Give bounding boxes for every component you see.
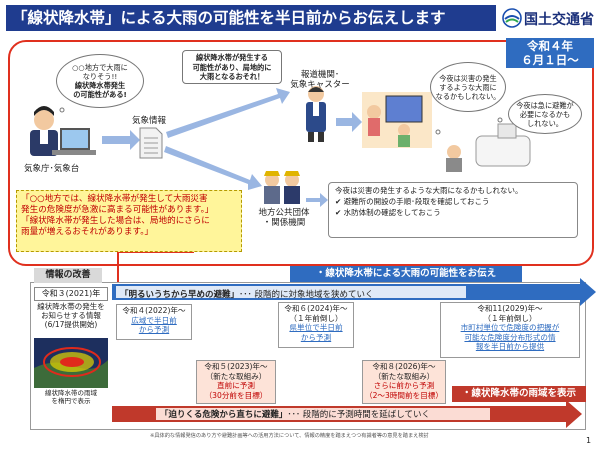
plan-r8: 令和８(2026)年～ （新たな取組み） さらに前から予測 （2～3時間前を目標… (362, 360, 446, 404)
radar-caption: 線状降水帯の雨域 を楕円で表示 (45, 389, 97, 405)
local-gov-message: 今夜は災害の発生するような大雨になるかもしれない。 ✔ 避難所の開設の手順･段取… (328, 182, 578, 238)
top-banner: ・線状降水帯による大雨の可能性をお伝え (315, 268, 497, 279)
r3-year-label: 令和３(2021)年 (34, 287, 108, 301)
blue-arrow-label-bg (116, 286, 466, 298)
date-line2: ６月１日～ (521, 53, 579, 67)
media-message-bubble: 線状降水帯が発生する 可能性があり、局地的に 大雨となるおそれ！ (182, 50, 282, 84)
family-illustration (362, 92, 432, 148)
plan-r4: 令和４(2022)年～ 広域で半日前 から予測 (116, 304, 192, 340)
forecast-notice-box: 「○○地方では、線状降水帯が発生して大雨災害 発生の危険度が急激に高まる可能性が… (16, 190, 242, 252)
flow-arrows (102, 88, 362, 190)
red-arrow-text: 「迫りくる危険から直ちに避難」･･･ 段階的に予測時間を延ばしていく (160, 410, 431, 420)
weather-info-label: 気象情報 (132, 116, 167, 126)
agency-thought-bubble: ○○地方で大雨に なりそう!! 線状降水帯発生 の可能性がある! (56, 54, 144, 108)
plan-r5: 令和５(2023)年～ （新たな取組み） 直前に予測 （30分前を目標） (196, 360, 276, 404)
header: 「線状降水帯」による大雨の可能性を半日前からお伝えします 国土交通省 (0, 0, 600, 36)
mlit-logo-icon (502, 8, 522, 28)
info-improvement-tab: 情報の改善 (34, 268, 102, 283)
red-banner-bg (452, 386, 586, 402)
arrow-to-local-message (306, 193, 328, 207)
agency-bubble-bold: 線状降水帯発生 (74, 81, 126, 90)
agency-label: 気象庁･気象台 (24, 164, 80, 174)
agency-bubble-text: なりそう!! (82, 72, 118, 81)
local-officials-illustration (264, 171, 300, 204)
media-label: 報道機関･ 気象キャスター (290, 70, 350, 90)
household-thought-bubble-1: 今夜は災害の発生 するような大雨に なるかもしれない。 (430, 62, 506, 112)
r3-description: 線状降水帯の発生を お知らせする情報 (6/17提供開始) (37, 302, 105, 329)
ministry-name: 国土交通省 (524, 12, 594, 28)
agency-bubble-text: ○○地方で大雨に (72, 63, 128, 72)
plan-r6: 令和６(2024)年～ （１年前倒し） 県単位で半日前 から予測 (278, 302, 354, 348)
elderly-illustration (446, 123, 531, 172)
date-line1: 令和４年 (527, 39, 573, 53)
caster-illustration (306, 86, 326, 142)
document-icon (139, 127, 163, 159)
top-banner-bg (290, 266, 522, 282)
radar-image (34, 338, 108, 388)
forecaster-illustration (30, 106, 96, 156)
agency-bubble-bold: の可能性がある! (73, 90, 127, 99)
page-number: 1 (586, 436, 592, 445)
blue-arrow-text: 「明るいうちから早めの避難」･･･ 段階的に対象地域を狭めていく (120, 290, 374, 300)
local-gov-label: 地方公共団体 ・関係機関 (258, 208, 310, 228)
red-arrow-label-bg (156, 408, 490, 420)
household-thought-bubble-2: 今夜は急に避難が 必要になるかも しれない。 (508, 94, 582, 134)
red-banner: ・線状降水帯の雨域を表示 (461, 388, 576, 399)
page-title: 「線状降水帯」による大雨の可能性を半日前からお伝えします (6, 5, 496, 31)
ministry-logo: 国土交通省 (502, 6, 594, 30)
start-date-badge: 令和４年 ６月１日～ (506, 38, 594, 68)
footnote: ※具体的な情報発信のあり方や避難計画等への活用方法について、情報の精度を踏まえつ… (150, 433, 429, 439)
plan-r11: 令和11(2029)年～ （１年前倒し） 市町村単位で危険度の把握が 可能な危険… (440, 302, 580, 358)
